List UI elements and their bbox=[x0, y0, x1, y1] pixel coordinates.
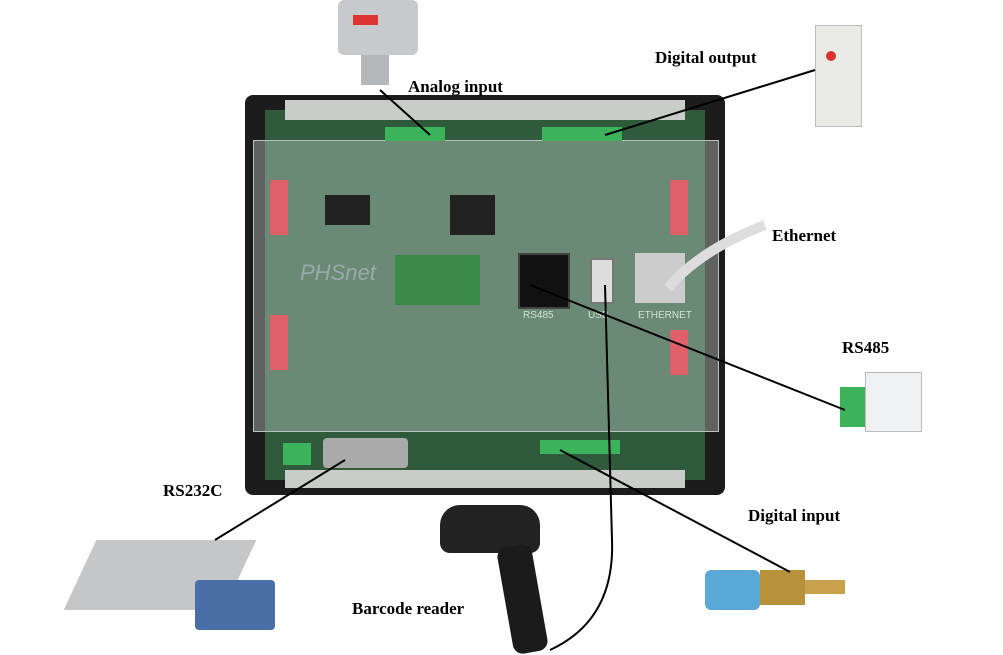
barcode-reader bbox=[440, 505, 550, 655]
barcode-cable-line bbox=[549, 284, 614, 651]
temperature-sensor bbox=[705, 560, 845, 615]
analog-line bbox=[379, 89, 431, 136]
db9-connector bbox=[323, 438, 408, 468]
rs485-line bbox=[529, 284, 846, 411]
ethernet-port-label: ETHERNET bbox=[638, 310, 692, 321]
label-rs485: RS485 bbox=[842, 338, 890, 357]
rs485-port bbox=[518, 253, 570, 309]
digital-output-line bbox=[604, 69, 816, 136]
label-barcode-reader: Barcode reader bbox=[352, 599, 465, 618]
rs232c-line bbox=[214, 459, 346, 541]
usb-port-label: USB bbox=[588, 310, 609, 321]
weighing-scale bbox=[63, 520, 280, 645]
controller-board: PHSnet RS485 USB ETHERNET bbox=[245, 95, 725, 495]
red-connector bbox=[670, 330, 688, 375]
label-analog-input: Analog input bbox=[408, 77, 503, 96]
ethernet-cable-line bbox=[664, 220, 767, 292]
red-connector bbox=[270, 315, 288, 370]
label-digital-input: Digital input bbox=[748, 506, 841, 525]
rotary-switches bbox=[395, 255, 480, 305]
digital-output-terminal-block bbox=[542, 127, 622, 141]
red-connector bbox=[670, 180, 688, 235]
top-rail bbox=[285, 100, 685, 120]
bottom-rail bbox=[285, 470, 685, 488]
label-rs232c: RS232C bbox=[163, 481, 223, 500]
chip bbox=[450, 195, 495, 235]
rs485-port-label: RS485 bbox=[523, 310, 554, 321]
analog-sensor bbox=[333, 0, 421, 88]
analog-terminal-block bbox=[385, 127, 445, 141]
power-terminal-block bbox=[283, 443, 311, 465]
rs485-module bbox=[840, 372, 922, 432]
label-digital-output: Digital output bbox=[655, 48, 757, 67]
brand-logo: PHSnet bbox=[300, 260, 376, 285]
label-ethernet: Ethernet bbox=[772, 226, 837, 245]
chip bbox=[325, 195, 370, 225]
pcb bbox=[265, 110, 705, 480]
usb-port bbox=[590, 258, 614, 304]
digital-output-relay bbox=[815, 25, 862, 127]
digital-input-line bbox=[559, 449, 791, 573]
red-connector bbox=[270, 180, 288, 235]
